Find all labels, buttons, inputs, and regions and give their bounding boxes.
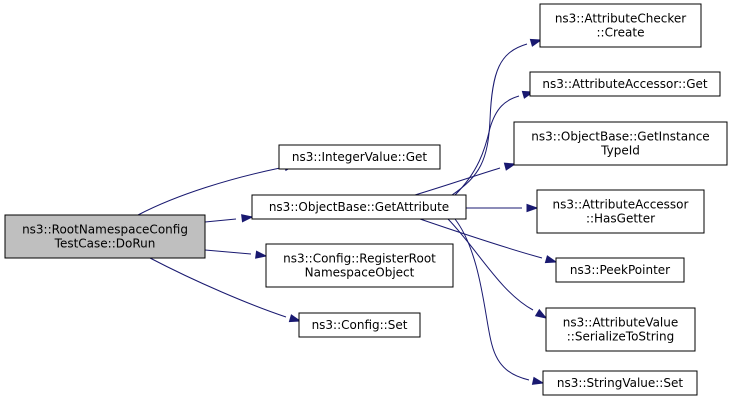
node-attributechecker-create[interactable]: ns3::AttributeChecker::Create: [539, 3, 702, 48]
node-objectbase-getattribute[interactable]: ns3::ObjectBase::GetAttribute: [251, 194, 467, 220]
edge-objectbase-getattribute-to-stringvalue-set: [454, 218, 545, 385]
node-box[interactable]: [513, 121, 728, 166]
arrowhead-icon: [526, 203, 539, 213]
node-box[interactable]: [529, 71, 721, 97]
node-label: ns3::RootNamespaceConfig: [22, 223, 188, 237]
node-label: ns3::IntegerValue::Get: [292, 150, 427, 164]
node-label: TestCase::DoRun: [54, 237, 156, 251]
arrowhead-icon: [529, 38, 543, 47]
node-box[interactable]: [265, 243, 454, 288]
node-label: ns3::StringValue::Set: [557, 376, 683, 390]
node-attributevalue-serializetostring[interactable]: ns3::AttributeValue::SerializeToString: [545, 307, 696, 352]
node-integervalue-get[interactable]: ns3::IntegerValue::Get: [278, 144, 441, 170]
node-box[interactable]: [298, 312, 421, 338]
node-box[interactable]: [545, 307, 696, 352]
node-label: ns3::ObjectBase::GetInstance: [531, 130, 709, 144]
edge-objectbase-getattribute-to-objectbase-getinstancetypeid: [414, 162, 517, 196]
arrowhead-icon: [288, 314, 302, 323]
node-box[interactable]: [536, 189, 705, 234]
node-label: ns3::AttributeAccessor: [553, 198, 689, 212]
node-stringvalue-set[interactable]: ns3::StringValue::Set: [542, 370, 698, 396]
node-label: ns3::AttributeAccessor::Get: [542, 77, 707, 91]
arrowhead-icon: [241, 214, 254, 223]
edges-layer: [137, 38, 558, 385]
edge-line: [451, 43, 528, 196]
edge-objectbase-getattribute-to-peekpointer: [419, 218, 558, 264]
edge-objectbase-getattribute-to-attributechecker-create: [451, 38, 543, 196]
arrowhead-icon: [531, 376, 545, 385]
edge-line: [204, 249, 252, 255]
arrowhead-icon: [503, 162, 517, 171]
node-box[interactable]: [251, 194, 467, 220]
arrowhead-icon: [544, 255, 558, 264]
arrowhead-icon: [534, 308, 548, 319]
edge-root-to-config-registerroot: [204, 249, 268, 259]
edge-line: [137, 167, 281, 216]
edge-root-to-objectbase-getattribute: [204, 214, 254, 223]
edge-line: [204, 218, 237, 223]
node-label: TypeId: [600, 144, 640, 158]
node-label: ns3::AttributeValue: [563, 316, 679, 330]
node-label: ns3::PeekPointer: [570, 263, 670, 277]
node-attributeaccessor-hasgetter[interactable]: ns3::AttributeAccessor::HasGetter: [536, 189, 705, 234]
node-box[interactable]: [4, 214, 206, 259]
node-box[interactable]: [555, 257, 685, 283]
edge-line: [419, 218, 543, 259]
node-peekpointer[interactable]: ns3::PeekPointer: [555, 257, 685, 283]
edge-objectbase-getattribute-to-attributeaccessor-hasgetter: [466, 203, 539, 213]
node-label: ::HasGetter: [586, 212, 655, 226]
node-box[interactable]: [539, 3, 702, 48]
node-label: ns3::Config::Set: [312, 318, 408, 332]
edge-line: [414, 167, 501, 196]
node-attributeaccessor-get[interactable]: ns3::AttributeAccessor::Get: [529, 71, 721, 97]
node-config-set[interactable]: ns3::Config::Set: [298, 312, 421, 338]
node-label: ::SerializeToString: [567, 330, 675, 344]
node-label: ns3::AttributeChecker: [555, 12, 686, 26]
node-box[interactable]: [278, 144, 441, 170]
arrowhead-icon: [255, 250, 268, 259]
edge-line: [149, 257, 287, 318]
node-label: ns3::ObjectBase::GetAttribute: [269, 200, 449, 214]
edge-objectbase-getattribute-to-attributevalue-serializetostring: [447, 218, 548, 319]
node-label: ::Create: [597, 26, 645, 40]
node-label: ns3::Config::RegisterRoot: [283, 252, 436, 266]
node-label: NamespaceObject: [305, 266, 415, 280]
node-box[interactable]: [542, 370, 698, 396]
edge-line: [454, 218, 530, 381]
edge-line: [447, 218, 534, 311]
edge-line: [454, 95, 520, 196]
edge-root-to-config-set: [149, 257, 302, 323]
nodes-layer: ns3::RootNamespaceConfigTestCase::DoRunn…: [4, 3, 728, 396]
